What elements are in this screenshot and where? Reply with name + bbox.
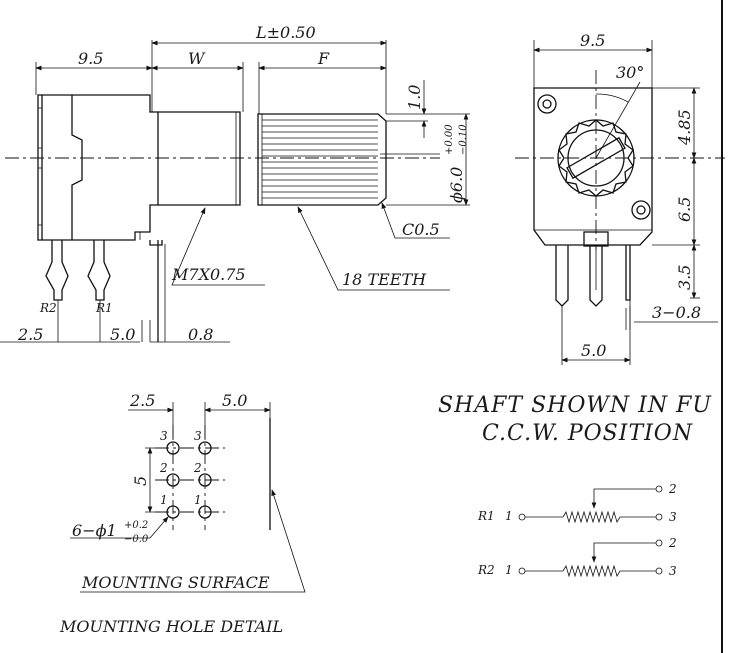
- tol-lower: −0.10: [458, 124, 469, 155]
- pin-r1-label: R1: [95, 301, 113, 315]
- mounting-surface-label: MOUNTING SURFACE: [81, 573, 270, 592]
- hole-dim-vert: 5: [131, 476, 150, 486]
- dim-lower: 6.5: [675, 197, 694, 222]
- hole-dim-a: 2.5: [129, 391, 155, 410]
- dim-pin-width: 3−0.8: [652, 303, 701, 322]
- image-right-edge: [721, 0, 731, 653]
- dim-thickness: 0.8: [188, 325, 213, 344]
- hole-label-3b: 3: [194, 429, 202, 443]
- hole-label-1b: 1: [194, 493, 202, 507]
- schematic: R1 1 3 2 R2 1 3 2: [477, 482, 677, 578]
- dim-total-length: L±0.50: [255, 23, 316, 42]
- notes: SHAFT SHOWN IN FU C.C.W. POSITION: [438, 393, 712, 446]
- note-line-1: SHAFT SHOWN IN FU: [438, 393, 712, 418]
- front-view: 30° 9.5 4.85 6.5 3.5 3−0.8 5.0: [515, 31, 725, 365]
- hole-dim-b: 5.0: [222, 391, 247, 410]
- schematic-r2-label: R2: [477, 563, 495, 577]
- hole-tol-lower: −0.0: [124, 534, 149, 545]
- dim-upper: 4.85: [675, 109, 694, 146]
- dim-w: W: [188, 49, 206, 68]
- dim-flat: 1.0: [405, 85, 424, 110]
- knurl-lines: [262, 119, 378, 199]
- mounting-hole-detail: 2.5 5.0 3 3 2 2 1 1 5 6−ϕ1 +0.2 −0.0: [59, 391, 306, 636]
- dim-pin-spacing: 5.0: [581, 341, 606, 360]
- schematic-r2-pin1: 1: [505, 563, 513, 577]
- mounting-hole-detail-title: MOUNTING HOLE DETAIL: [59, 617, 283, 636]
- teeth-label: 18 TEETH: [342, 270, 427, 289]
- schematic-r1-pin2: 2: [668, 482, 677, 496]
- tol-upper: +0.00: [444, 124, 455, 155]
- hole-label-3a: 3: [160, 429, 168, 443]
- schematic-r1-label: R1: [477, 509, 495, 523]
- schematic-r1-pin1: 1: [505, 509, 513, 523]
- dim-diameter: ϕ6.0: [447, 167, 466, 203]
- chamfer-label: C0.5: [402, 220, 440, 239]
- schematic-r2-pin3: 3: [669, 564, 677, 578]
- hole-label-2b: 2: [193, 461, 202, 475]
- thread-label: M7X0.75: [171, 265, 246, 284]
- schematic-r1-pin3: 3: [669, 510, 677, 524]
- dim-front-width: 9.5: [580, 31, 605, 50]
- hole-tol-upper: +0.2: [124, 520, 148, 531]
- note-line-2: C.C.W. POSITION: [482, 421, 693, 446]
- hole-spec: 6−ϕ1: [72, 521, 117, 540]
- dim-body: 9.5: [78, 49, 103, 68]
- dim-pitch-b: 5.0: [110, 325, 135, 344]
- pin-r2-label: R2: [39, 301, 57, 315]
- schematic-r2-pin2: 2: [668, 536, 677, 550]
- dim-f: F: [317, 49, 330, 68]
- dim-pin-len: 3.5: [675, 265, 694, 290]
- side-view: L±0.50 9.5 W F 1.0 ϕ6.0 +0.00 −0.10 C0.5…: [0, 23, 470, 344]
- hole-label-2a: 2: [159, 461, 168, 475]
- hole-label-1a: 1: [160, 493, 168, 507]
- dim-pitch-a: 2.5: [17, 325, 43, 344]
- angle-label: 30°: [616, 63, 644, 82]
